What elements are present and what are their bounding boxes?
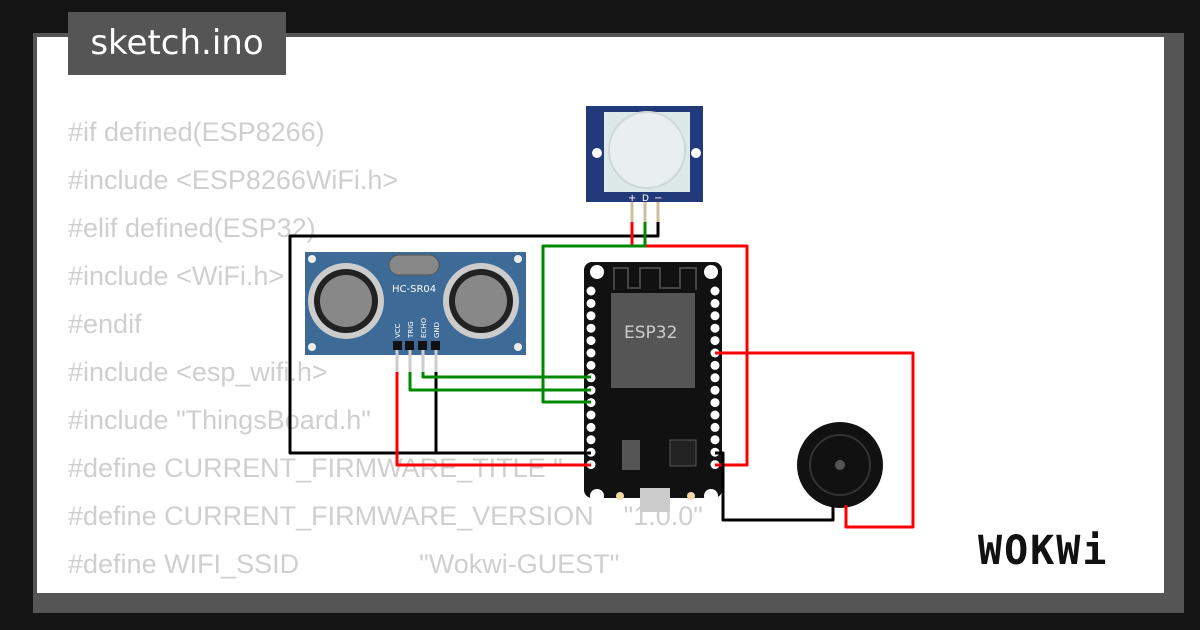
wire-green-echo <box>421 372 591 379</box>
pir-pin-plus: + <box>628 193 636 204</box>
esp32-pin[interactable] <box>710 422 720 432</box>
esp32-pin[interactable] <box>710 298 720 308</box>
code-line: #include <esp_wifi.h> <box>68 357 328 387</box>
hc-sr04-label: HC-SR04 <box>392 284 436 295</box>
code-line: #if defined(ESP8266) <box>68 117 325 147</box>
esp32-pin[interactable] <box>710 410 720 420</box>
esp32-pin[interactable] <box>710 435 720 445</box>
code-line: #define CURRENT_FIRMWARE_TITLE " <box>68 453 563 483</box>
esp32-pin[interactable] <box>710 398 720 408</box>
wire-black-pir-gnd <box>288 222 660 455</box>
esp32-pin[interactable] <box>586 311 596 321</box>
esp32-pin[interactable] <box>586 422 596 432</box>
wire-red-buzzer <box>715 351 915 529</box>
code-line: #endif <box>68 309 142 339</box>
code-line: #include <WiFi.h> <box>68 261 285 291</box>
wire-red-pir-vcc <box>630 222 749 467</box>
esp32-pin[interactable] <box>586 360 596 370</box>
pin-vcc: VCC <box>394 323 402 338</box>
esp32-pin[interactable] <box>586 323 596 333</box>
pin-gnd: GND <box>433 322 441 338</box>
wires <box>288 222 915 529</box>
esp32-pin[interactable] <box>710 311 720 321</box>
wire-red-hc-vcc <box>395 372 591 467</box>
pin-trig: TRIG <box>407 321 415 339</box>
wire-black-buzzer <box>715 451 835 522</box>
esp32-pin[interactable] <box>710 323 720 333</box>
esp32-pin[interactable] <box>586 336 596 346</box>
hc-sr04-sensor[interactable]: HC-SR04 VCC TRIG ECHO GND <box>305 252 526 372</box>
code-line: #elif defined(ESP32) <box>68 213 316 243</box>
esp32-pin[interactable] <box>710 286 720 296</box>
sketch-title: sketch.ino <box>68 12 286 75</box>
esp32-pin[interactable] <box>586 286 596 296</box>
esp32-pin[interactable] <box>586 435 596 445</box>
esp32-pin[interactable] <box>710 385 720 395</box>
pin-echo: ECHO <box>420 317 428 338</box>
esp32-pin[interactable] <box>710 360 720 370</box>
esp32-pin[interactable] <box>710 373 720 383</box>
code-preview: #if defined(ESP8266) #include <ESP8266WiF… <box>68 108 703 593</box>
pir-pin-minus: − <box>654 193 662 204</box>
wire-green-trig <box>408 372 591 392</box>
esp32-board[interactable]: ESP32 <box>584 262 722 512</box>
wokwi-logo: WOKWi <box>978 528 1109 574</box>
code-line: #define WIFI_SSID "Wokwi-GUEST" <box>68 549 620 579</box>
code-line: #include "ThingsBoard.h" <box>68 405 371 435</box>
wire-green-pir-d <box>541 222 647 404</box>
esp32-pin[interactable] <box>586 298 596 308</box>
esp32-pin[interactable] <box>586 410 596 420</box>
esp32-label: ESP32 <box>624 323 677 343</box>
code-line: #define CURRENT_FIRMWARE_VERSION "1.0.0" <box>68 501 703 531</box>
pir-sensor[interactable]: + D − <box>586 106 703 226</box>
esp32-pin[interactable] <box>586 348 596 358</box>
pir-pin-d: D <box>642 194 649 204</box>
code-line: #include <ESP8266WiFi.h> <box>68 165 399 195</box>
buzzer[interactable] <box>797 422 883 508</box>
esp32-pin[interactable] <box>710 336 720 346</box>
